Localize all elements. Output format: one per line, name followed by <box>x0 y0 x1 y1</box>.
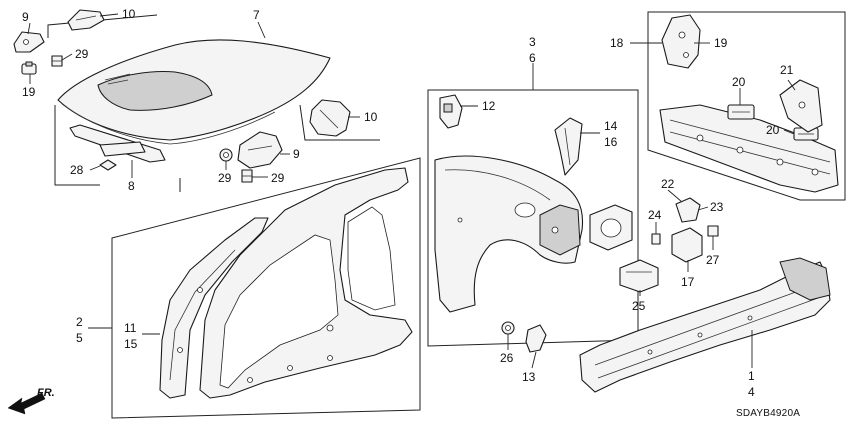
screw-24 <box>651 233 661 245</box>
side-sill <box>579 257 831 393</box>
callout-20: 20 <box>732 75 746 89</box>
callout-4: 4 <box>748 385 755 399</box>
clip-22-23 <box>675 197 701 223</box>
callout-20-right: 20 <box>766 123 780 137</box>
callout-8: 8 <box>128 179 135 193</box>
callout-9-mid: 9 <box>293 147 300 161</box>
bolt-29-mid2 <box>241 169 253 183</box>
callout-18: 18 <box>610 36 624 50</box>
callout-5: 5 <box>76 331 83 345</box>
callout-9: 9 <box>22 10 29 24</box>
diagram-code: SDAYB4920A <box>736 408 800 419</box>
callout-25: 25 <box>632 299 646 313</box>
callout-22: 22 <box>661 177 675 191</box>
damper-25 <box>619 259 659 293</box>
nut-28 <box>99 159 117 171</box>
rear-upper-bracket-19 <box>661 14 701 69</box>
fuel-filler-housing <box>589 204 633 251</box>
callout-17: 17 <box>681 275 695 289</box>
callout-29: 29 <box>75 47 89 61</box>
group-box-side-panel <box>111 157 421 419</box>
callout-labels: 9 10 7 29 19 10 28 8 9 29 29 3 6 12 14 1… <box>22 7 794 399</box>
bolt-27 <box>707 225 719 237</box>
bolt-29-mid <box>219 148 233 162</box>
bracket-13 <box>525 324 547 353</box>
callout-16: 16 <box>604 135 618 149</box>
callout-13: 13 <box>522 370 536 384</box>
callout-7: 7 <box>253 8 260 22</box>
callout-10-mid: 10 <box>364 110 378 124</box>
group-box-rear-panel <box>647 11 846 201</box>
bracket-10-top <box>67 9 105 31</box>
callout-2: 2 <box>76 315 83 329</box>
fuel-lid <box>671 227 703 263</box>
side-outer-panel <box>199 167 413 399</box>
front-label: FR. <box>37 387 55 399</box>
bracket-9-mid <box>237 131 283 169</box>
bracket-14-16 <box>554 117 583 176</box>
callout-6: 6 <box>529 51 536 65</box>
front-direction-arrow: FR. <box>7 387 55 415</box>
callout-15: 15 <box>124 337 138 351</box>
callout-10: 10 <box>122 7 136 21</box>
callout-23: 23 <box>710 200 724 214</box>
callout-14: 14 <box>604 119 618 133</box>
rear-quarter-panel <box>434 155 584 313</box>
bracket-9-top <box>13 31 45 53</box>
roof-panel <box>57 39 331 145</box>
callout-21: 21 <box>780 63 794 77</box>
bracket-20-left <box>727 104 755 120</box>
callout-26: 26 <box>500 351 514 365</box>
group-box-roof <box>47 14 380 192</box>
a-pillar-inner <box>159 217 269 399</box>
callout-27: 27 <box>706 253 720 267</box>
clip-19-top <box>21 61 37 75</box>
nut-29-top <box>51 55 63 67</box>
callout-11: 11 <box>124 321 137 335</box>
callout-29-mid: 29 <box>218 171 232 185</box>
callout-1: 1 <box>748 369 755 383</box>
callout-3: 3 <box>529 35 536 49</box>
bracket-12 <box>439 94 463 129</box>
callout-24: 24 <box>648 208 662 222</box>
callout-19-rear: 19 <box>714 36 728 50</box>
leader-lines <box>27 13 796 369</box>
rear-panel <box>659 104 839 193</box>
bracket-21 <box>779 79 823 133</box>
callout-19: 19 <box>22 85 36 99</box>
bolt-26 <box>501 321 515 335</box>
callout-12: 12 <box>482 99 496 113</box>
bracket-10-mid <box>309 99 351 137</box>
roof-bow <box>69 124 166 163</box>
callout-29-mid2: 29 <box>271 171 285 185</box>
callout-28: 28 <box>70 163 84 177</box>
quarter-inner-detail <box>539 204 581 256</box>
arrow-icon <box>7 392 46 415</box>
